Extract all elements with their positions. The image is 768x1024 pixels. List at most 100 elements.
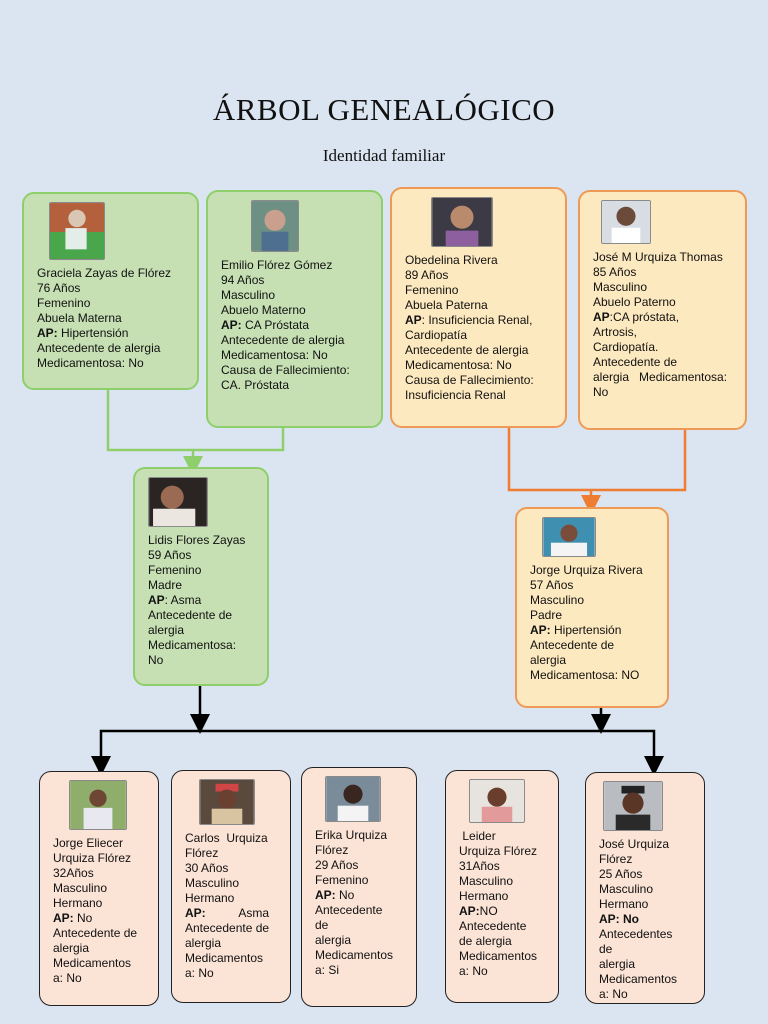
info-line: Antecedente de alergia: [405, 343, 529, 357]
ap-line: AP: Asma: [148, 593, 257, 608]
age-text: 29 Años: [315, 858, 359, 872]
ap-text: NO: [479, 904, 498, 918]
info-line: Medicamentos: [599, 972, 678, 986]
ap-text: : Insuficiencia Renal,: [421, 313, 533, 327]
photo-graciela: [49, 202, 105, 260]
photo-father: [542, 517, 596, 557]
age-text: 89 Años: [405, 268, 449, 282]
sex-text: Masculino: [221, 288, 276, 302]
info-line: de: [599, 942, 613, 956]
paternal-connector: [507, 428, 687, 492]
ap-line: AP:CA próstata,: [593, 310, 735, 325]
ap-line: AP: Insuficiencia Renal,: [405, 313, 555, 328]
photo-emilio: [251, 200, 299, 252]
card-obedelina: Obedelina Rivera 89 Años Femenino Abuela…: [390, 187, 567, 428]
info-child-erika: Erika Urquiza Flórez 29 Años Femenino AP…: [315, 828, 406, 978]
name-text: Urquiza Flórez: [53, 851, 132, 865]
ap-text: Hipertensión: [57, 326, 129, 340]
info-line: Antecedente: [459, 919, 527, 933]
info-line: Antecedente de: [530, 638, 615, 652]
card-mother: Lidis Flores Zayas 59 Años Femenino Madr…: [133, 467, 269, 686]
info-line: Medicamentosa: NO: [530, 668, 640, 682]
info-emilio: Emilio Flórez Gómez 94 Años Masculino Ab…: [221, 258, 371, 393]
info-line: Causa de Fallecimiento:: [221, 363, 350, 377]
info-child-jorge-eliecer: Jorge Eliecer Urquiza Flórez 32Años Masc…: [53, 836, 148, 986]
ap-text: :CA próstata,: [609, 310, 680, 324]
photo-child-jose: [603, 781, 663, 831]
relation-text: Abuelo Materno: [221, 303, 306, 317]
info-line: Causa de Fallecimiento:: [405, 373, 534, 387]
photo-jose-m: [601, 200, 651, 244]
name-text: Urquiza Flórez: [459, 844, 538, 858]
info-line: alergia: [315, 933, 352, 947]
photo-mother: [148, 477, 208, 527]
info-line: Antecedente de: [53, 926, 138, 940]
ap-label: AP:: [315, 888, 336, 902]
relation-text: Abuela Paterna: [405, 298, 488, 312]
ap-text: CA Próstata: [241, 318, 310, 332]
info-child-leider: Leider Urquiza Flórez 31Años Masculino H…: [459, 829, 548, 979]
name-text: Flórez: [315, 843, 349, 857]
ap-label: AP:: [53, 911, 74, 925]
info-line: Antecedente: [315, 903, 383, 917]
info-line: Medicamentos: [185, 951, 264, 965]
relation-text: Abuelo Paterno: [593, 295, 676, 309]
info-line: a: Si: [315, 963, 340, 977]
info-line: Antecedente de alergia: [221, 333, 345, 347]
ap-line: AP: Hipertensión: [530, 623, 657, 638]
card-father: Jorge Urquiza Rivera 57 Años Masculino P…: [515, 507, 669, 708]
name-text: Carlos Urquiza: [185, 831, 268, 845]
children-bar: [99, 729, 656, 768]
age-text: 59 Años: [148, 548, 192, 562]
ap-text: Hipertensión: [550, 623, 622, 637]
name-text: Graciela Zayas de Flórez: [37, 266, 172, 280]
info-line: Antecedente de: [593, 355, 678, 369]
info-line-text: Medicamentosa: No: [37, 356, 144, 370]
sex-text: Masculino: [53, 881, 108, 895]
name-text: Erika Urquiza: [315, 828, 388, 842]
info-line: Cardiopatía: [405, 328, 468, 342]
name-text: Leider: [459, 829, 496, 843]
info-line: a: No: [599, 987, 628, 1001]
info-line: Medicamentosa:: [148, 638, 237, 652]
ap-label: AP:: [459, 904, 480, 918]
info-line: alergia Medicamentosa:: [593, 370, 728, 384]
maternal-connector: [106, 390, 285, 452]
relation-text: Abuela Materna: [37, 311, 122, 325]
info-child-jose: José Urquiza Flórez 25 Años Masculino He…: [599, 837, 694, 1002]
sex-text: Femenino: [315, 873, 369, 887]
info-line: Medicamentosa: No: [405, 358, 512, 372]
info-line: Artrosis,: [593, 325, 638, 339]
info-obedelina: Obedelina Rivera 89 Años Femenino Abuela…: [405, 253, 555, 403]
info-line: Medicamentos: [53, 956, 132, 970]
relation-text: Padre: [530, 608, 563, 622]
ap-line: AP: No: [53, 911, 148, 926]
info-line: Antecedente de: [185, 921, 270, 935]
info-line: Antecedentes: [599, 927, 673, 941]
info-line: de alergia: [459, 934, 512, 948]
relation-text: Hermano: [185, 891, 235, 905]
ap-text: No: [73, 911, 93, 925]
card-child-leider: Leider Urquiza Flórez 31Años Masculino H…: [445, 770, 559, 1003]
ap-line: AP: No: [315, 888, 406, 903]
info-line: Insuficiencia Renal: [405, 388, 506, 402]
photo-child-leider: [469, 779, 525, 823]
relation-text: Madre: [148, 578, 183, 592]
age-text: 25 Años: [599, 867, 643, 881]
card-jose-m: José M Urquiza Thomas 85 Años Masculino …: [578, 190, 747, 430]
info-line: de: [315, 918, 329, 932]
info-jose-m: José M Urquiza Thomas 85 Años Masculino …: [593, 250, 735, 400]
info-line: alergia: [530, 653, 567, 667]
info-line: Antecedente de: [148, 608, 233, 622]
photo-obedelina: [431, 197, 493, 247]
age-text: 30 Años: [185, 861, 229, 875]
page-subtitle: Identidad familiar: [322, 146, 446, 165]
info-line: alergia: [53, 941, 90, 955]
info-line: Medicamentosa: No: [221, 348, 328, 362]
card-child-erika: Erika Urquiza Flórez 29 Años Femenino AP…: [301, 767, 417, 1007]
card-child-carlos: Carlos Urquiza Flórez 30 Años Masculino …: [171, 770, 291, 1003]
ap-line: AP: CA Próstata: [221, 318, 371, 333]
name-text: José Urquiza: [599, 837, 670, 851]
ap-label: AP:: [221, 318, 242, 332]
name-text: Lidis Flores Zayas: [148, 533, 246, 547]
